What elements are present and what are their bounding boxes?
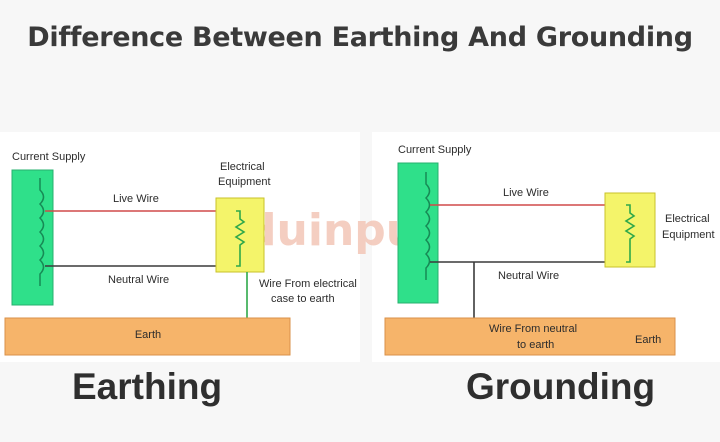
grounding-current-supply-label: Current Supply <box>398 144 472 156</box>
earthing-current-supply-block <box>11 169 54 306</box>
earthing-neutral-wire-label: Neutral Wire <box>108 274 169 286</box>
earthing-caption: Earthing <box>72 366 223 407</box>
grounding-resistor-icon <box>624 204 636 263</box>
grounding-wire-note-line2: to earth <box>517 339 554 351</box>
earthing-supply-coil-icon <box>38 178 45 286</box>
earthing-equipment-label-line1: Electrical <box>220 161 265 173</box>
grounding-earth-block <box>384 317 676 356</box>
grounding-live-wire-label: Live Wire <box>503 187 549 199</box>
earthing-equipment-label-line2: Equipment <box>218 176 271 188</box>
earthing-current-supply-label: Current Supply <box>12 151 86 163</box>
earthing-earth-block <box>4 317 291 356</box>
grounding-caption: Grounding <box>466 366 656 407</box>
earthing-diagram: Current Supply Live Wire Neutral Wire El… <box>4 151 357 356</box>
grounding-wire-note-line1: Wire From neutral <box>489 323 577 335</box>
earthing-wire-note-line2: case to earth <box>271 293 335 305</box>
grounding-earth-label: Earth <box>635 334 661 346</box>
grounding-supply-coil-icon <box>424 172 431 280</box>
page-title: Difference Between Earthing And Groundin… <box>27 22 693 53</box>
grounding-equipment-label-line2: Equipment <box>662 229 715 241</box>
grounding-neutral-wire-label: Neutral Wire <box>498 270 559 282</box>
earthing-live-wire-label: Live Wire <box>113 193 159 205</box>
grounding-equipment-label-line1: Electrical <box>665 213 710 225</box>
earthing-wire-note-line1: Wire From electrical <box>259 278 357 290</box>
grounding-diagram: Current Supply Live Wire Neutral Wire El… <box>384 144 715 356</box>
earthing-resistor-icon <box>234 210 246 267</box>
grounding-current-supply-block <box>397 162 439 304</box>
earthing-earth-label: Earth <box>135 329 161 341</box>
